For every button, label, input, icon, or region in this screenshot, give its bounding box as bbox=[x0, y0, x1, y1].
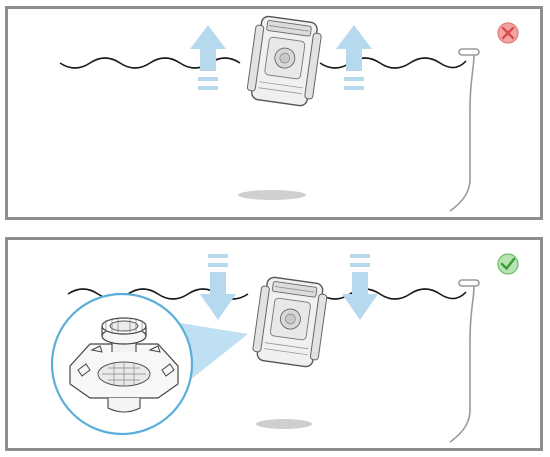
down-arrow-right-icon bbox=[342, 254, 378, 320]
power-cable bbox=[449, 279, 480, 443]
panel-incorrect bbox=[5, 6, 543, 220]
filter-valve-closeup bbox=[50, 292, 194, 436]
power-cable bbox=[449, 48, 480, 212]
incorrect-scene bbox=[59, 15, 519, 212]
panel-correct bbox=[5, 237, 543, 451]
pool-robot bbox=[252, 276, 328, 368]
up-arrow-left-icon bbox=[190, 25, 226, 90]
correct-scene bbox=[50, 253, 519, 443]
check-circle-icon bbox=[497, 253, 519, 275]
x-circle-icon bbox=[497, 22, 519, 44]
up-arrow-right-icon bbox=[336, 25, 372, 90]
robot-shadow bbox=[238, 190, 306, 200]
robot-shadow bbox=[256, 419, 312, 429]
pool-robot bbox=[246, 15, 322, 107]
down-arrow-left-icon bbox=[200, 254, 236, 320]
